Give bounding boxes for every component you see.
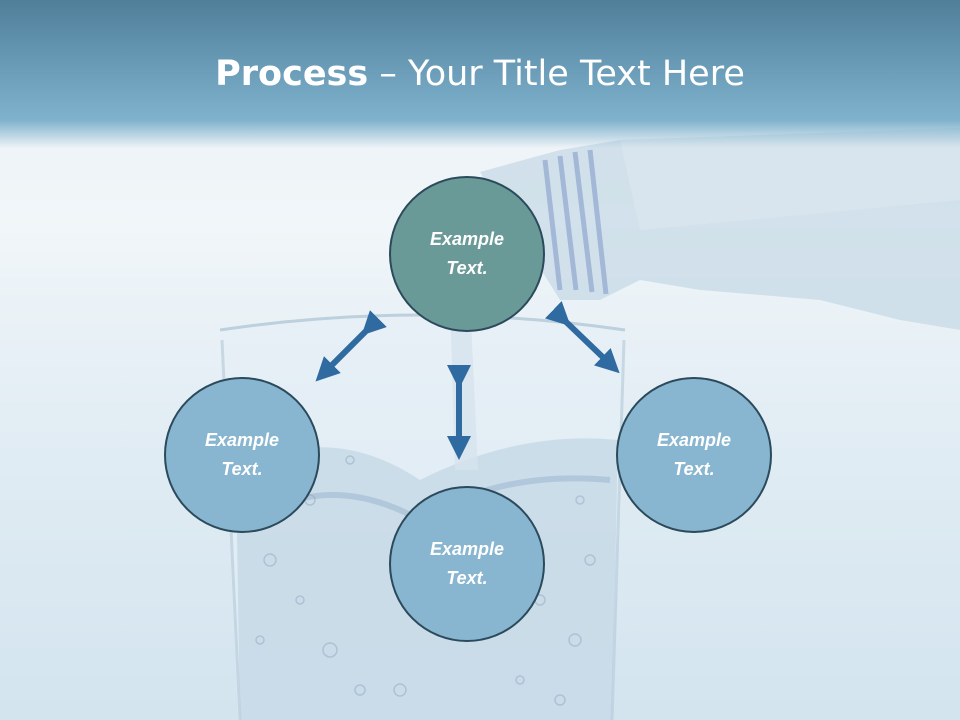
node-label: Example Text.: [407, 225, 527, 283]
node-label: Example Text.: [634, 426, 754, 484]
node-line2: Text.: [446, 258, 488, 278]
slide-title-bold: Process: [215, 54, 369, 94]
process-node-left[interactable]: Example Text.: [164, 377, 320, 533]
process-node-bottom[interactable]: Example Text.: [389, 486, 545, 642]
node-line1: Example: [429, 539, 505, 559]
double-arrow-right: [545, 301, 620, 374]
node-line2: Text.: [673, 459, 715, 479]
node-label: Example Text.: [182, 426, 302, 484]
title-bar: [0, 0, 960, 148]
node-line2: Text.: [221, 459, 263, 479]
node-line1: Example: [204, 430, 280, 450]
node-label: Example Text.: [407, 535, 527, 593]
slide-title-rest: – Your Title Text Here: [368, 54, 745, 94]
node-line1: Example: [656, 430, 732, 450]
double-arrow-left: [315, 310, 387, 382]
process-node-top[interactable]: Example Text.: [389, 176, 545, 332]
process-node-right[interactable]: Example Text.: [616, 377, 772, 533]
slide-title: Process – Your Title Text Here: [0, 52, 960, 96]
node-line1: Example: [429, 229, 505, 249]
node-line2: Text.: [446, 568, 488, 588]
